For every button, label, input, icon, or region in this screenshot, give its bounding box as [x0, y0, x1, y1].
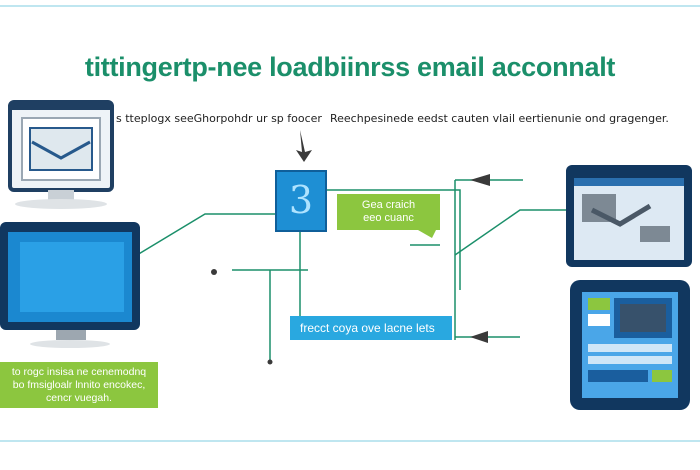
connector-dot: [267, 359, 273, 365]
bottom-note-line3: cencr vuegah.: [46, 392, 112, 404]
email-monitor-icon: [8, 100, 114, 209]
subtitle-left: s tteplogx seeGhorpohdr ur sp foocer: [116, 112, 322, 125]
bottom-note-line2: bo fmsigloalr lnnito encokec,: [12, 379, 146, 391]
green-callout-line2: eeo cuanc: [363, 212, 414, 224]
arrows: [211, 130, 490, 365]
tablet-icon: [570, 280, 690, 410]
page-title: tittingertp-nee loadbiinrss email acconn…: [84, 52, 616, 82]
blue-label-text: frecct coya ove lacne lets: [300, 321, 435, 335]
center-hub-icon: 3: [275, 170, 327, 232]
email-laptop-icon: [566, 165, 692, 267]
top-border: [0, 5, 700, 7]
arrow-icon: [296, 130, 312, 162]
connector-center-right: [327, 189, 461, 290]
bottom-border: [0, 440, 700, 442]
subtitle-right: Reechpesinede eedst cauten vlail eertien…: [330, 112, 669, 125]
bottom-note: to rogc insisa ne cenemodnq bo fmsigloal…: [0, 362, 158, 408]
connector-dot: [211, 269, 217, 275]
green-callout-line1: Gea craich: [361, 199, 416, 211]
arrow-icon: [470, 331, 488, 343]
blue-label-bar: frecct coya ove lacne lets: [290, 316, 452, 340]
desktop-monitor-icon: [0, 222, 140, 348]
connector-to-laptop: [454, 209, 568, 256]
connector-desktop-to-center: [136, 213, 275, 256]
center-hub-glyph: 3: [288, 178, 314, 222]
arrow-icon: [470, 174, 490, 186]
bottom-note-line1: to rogc insisa ne cenemodnq: [11, 366, 147, 378]
green-callout: Gea craich eeo cuanc: [337, 194, 440, 230]
